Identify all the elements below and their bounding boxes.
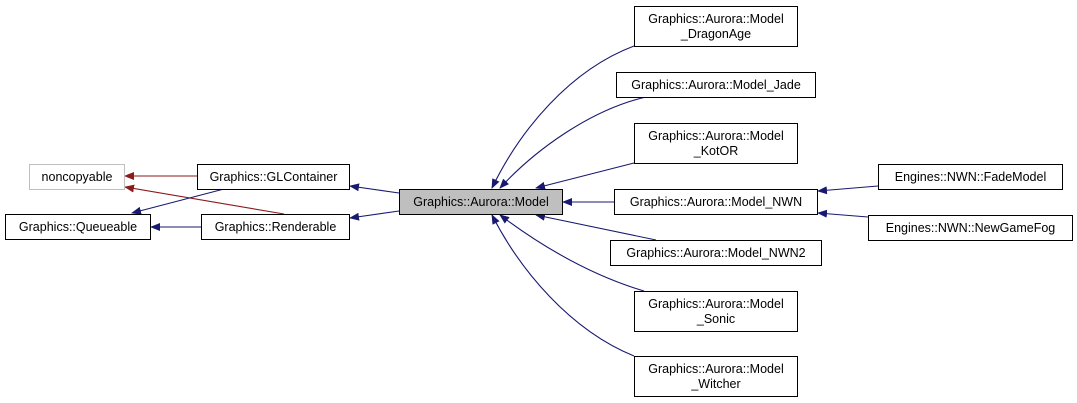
- node-label-line1: Graphics::Aurora::Model: [648, 128, 784, 143]
- node-label: Graphics::Aurora::Model_Jade: [631, 77, 801, 92]
- node-label-line2: _Sonic: [696, 311, 736, 326]
- node-model-nwn2[interactable]: Graphics::Aurora::Model_NWN2: [610, 240, 822, 266]
- edge-newgamefog-nwn: [817, 209, 869, 218]
- node-model-nwn[interactable]: Graphics::Aurora::Model_NWN: [614, 189, 818, 215]
- node-fademodel[interactable]: Engines::NWN::FadeModel: [878, 164, 1063, 190]
- edge-witcher-model: [491, 214, 635, 357]
- node-label: Graphics::Aurora::Model: [413, 194, 549, 209]
- edge-model-renderable: [349, 210, 400, 221]
- node-label-line2: _DragonAge: [680, 26, 752, 41]
- node-model-sonic[interactable]: Graphics::Aurora::Model_Sonic: [634, 291, 798, 332]
- node-label: Engines::NWN::FadeModel: [894, 169, 1047, 184]
- edge-renderable-noncopyable: [124, 184, 285, 215]
- node-label: Graphics::Renderable: [214, 219, 337, 234]
- node-queueable[interactable]: Graphics::Queueable: [5, 214, 151, 240]
- node-label-line2: _KotOR: [693, 143, 739, 158]
- edge-kotor-model: [535, 162, 635, 190]
- edge-model-glcontainer: [349, 183, 400, 194]
- edge-glcontainer-queueable: [131, 188, 225, 215]
- node-model-witcher[interactable]: Graphics::Aurora::Model_Witcher: [634, 356, 798, 397]
- node-model-kotor[interactable]: Graphics::Aurora::Model_KotOR: [634, 123, 798, 164]
- node-model-dragonage[interactable]: Graphics::Aurora::Model_DragonAge: [634, 6, 798, 47]
- edge-nwn2-model: [535, 212, 657, 241]
- node-renderable[interactable]: Graphics::Renderable: [201, 214, 350, 240]
- node-noncopyable[interactable]: noncopyable: [29, 164, 125, 190]
- node-label-line1: Graphics::Aurora::Model: [648, 11, 784, 26]
- node-model-selected[interactable]: Graphics::Aurora::Model: [399, 189, 563, 215]
- node-label: Graphics::Aurora::Model_NWN2: [626, 245, 806, 260]
- node-label-line2: _Witcher: [691, 376, 741, 391]
- edge-jade-model: [499, 96, 647, 189]
- node-label: Engines::NWN::NewGameFog: [885, 220, 1056, 235]
- node-label: Graphics::Queueable: [18, 219, 138, 234]
- node-label-line1: Graphics::Aurora::Model: [648, 296, 784, 311]
- node-label: Graphics::GLContainer: [209, 169, 338, 184]
- node-glcontainer[interactable]: Graphics::GLContainer: [197, 164, 350, 190]
- node-label: noncopyable: [41, 169, 113, 184]
- edge-dragonage-model: [491, 45, 635, 189]
- node-label: Graphics::Aurora::Model_NWN: [629, 194, 803, 209]
- edge-sonic-model: [499, 214, 645, 292]
- node-newgamefog[interactable]: Engines::NWN::NewGameFog: [868, 215, 1073, 241]
- edge-fademodel-nwn: [817, 185, 879, 195]
- node-model-jade[interactable]: Graphics::Aurora::Model_Jade: [616, 72, 816, 98]
- node-label-line1: Graphics::Aurora::Model: [648, 361, 784, 376]
